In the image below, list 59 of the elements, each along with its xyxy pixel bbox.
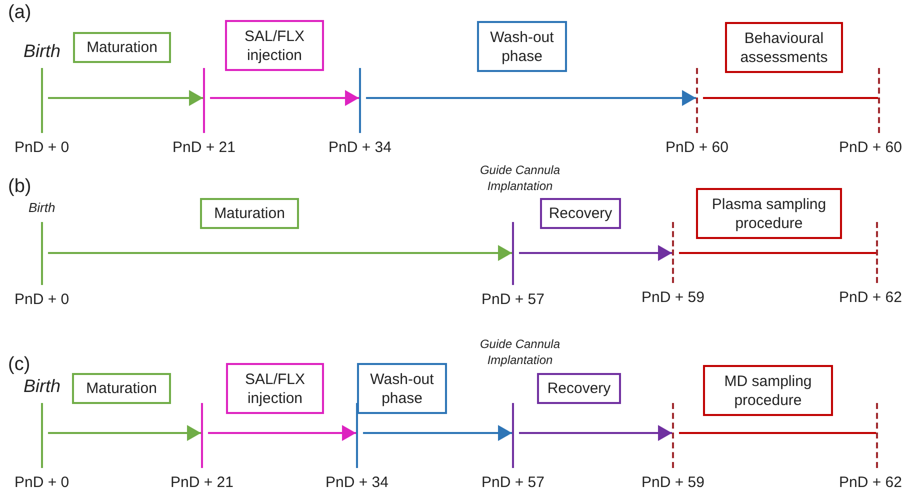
arrow (208, 425, 356, 441)
event-label: Birth (24, 375, 61, 397)
arrow (210, 90, 359, 106)
timepoint-label: PnD + 21 (170, 474, 234, 489)
panel-label: (c) (8, 354, 30, 376)
timepoint-marker (41, 403, 43, 468)
timepoint-label: PnD + 34 (326, 474, 388, 489)
timepoint-label: PnD + 59 (642, 289, 704, 307)
phase-box: Plasma sampling procedure (696, 188, 842, 239)
timepoint-label: PnD + 60 (839, 139, 902, 157)
phase-box: Recovery (537, 373, 621, 404)
timepoint-marker (696, 68, 698, 133)
arrow (48, 90, 203, 106)
arrow (48, 425, 201, 441)
timepoint-label: PnD + 57 (482, 291, 544, 309)
timepoint-label: PnD + 60 (666, 139, 728, 157)
timepoint-marker (672, 403, 674, 468)
panel-label: (a) (8, 2, 32, 24)
phase-box: MD sampling procedure (703, 365, 833, 416)
timepoint-label: PnD + 62 (839, 289, 902, 307)
timepoint-marker (359, 68, 361, 133)
phase-box: SAL/FLX injection (225, 20, 324, 71)
timepoint-label: PnD + 57 (482, 474, 544, 489)
arrow (366, 90, 696, 106)
phase-box: Wash-out phase (477, 21, 567, 72)
phase-box: Maturation (200, 198, 299, 229)
arrow (519, 245, 672, 261)
phase-box: Wash-out phase (357, 363, 447, 414)
timepoint-label: PnD + 59 (642, 474, 704, 489)
timepoint-label: PnD + 62 (839, 474, 902, 489)
timepoint-marker (41, 222, 43, 285)
phase-box: Maturation (73, 32, 171, 63)
arrow (519, 425, 672, 441)
timepoint-label: PnD + 0 (14, 139, 70, 157)
timepoint-marker (876, 222, 878, 283)
event-label: Guide Cannula Implantation (478, 336, 562, 368)
phase-box: SAL/FLX injection (226, 363, 324, 414)
phase-box: Recovery (540, 198, 621, 229)
timepoint-marker (512, 403, 514, 468)
timepoint-marker (356, 403, 358, 468)
panel-label: (b) (8, 176, 32, 198)
arrow (48, 245, 512, 261)
timepoint-label: PnD + 21 (172, 139, 236, 157)
event-label: Birth (28, 199, 56, 216)
event-label: Birth (24, 40, 61, 62)
event-label: Guide Cannula Implantation (478, 162, 562, 194)
timepoint-label: PnD + 0 (14, 291, 70, 309)
timepoint-marker (203, 68, 205, 133)
timepoint-marker (41, 68, 43, 133)
timepoint-marker (672, 222, 674, 283)
phase-box: Maturation (72, 373, 171, 404)
phase-box: Behavioural assessments (725, 22, 843, 73)
timepoint-marker (512, 222, 514, 285)
timepoint-marker (201, 403, 203, 468)
timepoint-label: PnD + 0 (14, 474, 70, 489)
timepoint-label: PnD + 34 (328, 139, 392, 157)
arrow (363, 425, 512, 441)
timepoint-marker (878, 68, 880, 133)
timepoint-marker (876, 403, 878, 468)
